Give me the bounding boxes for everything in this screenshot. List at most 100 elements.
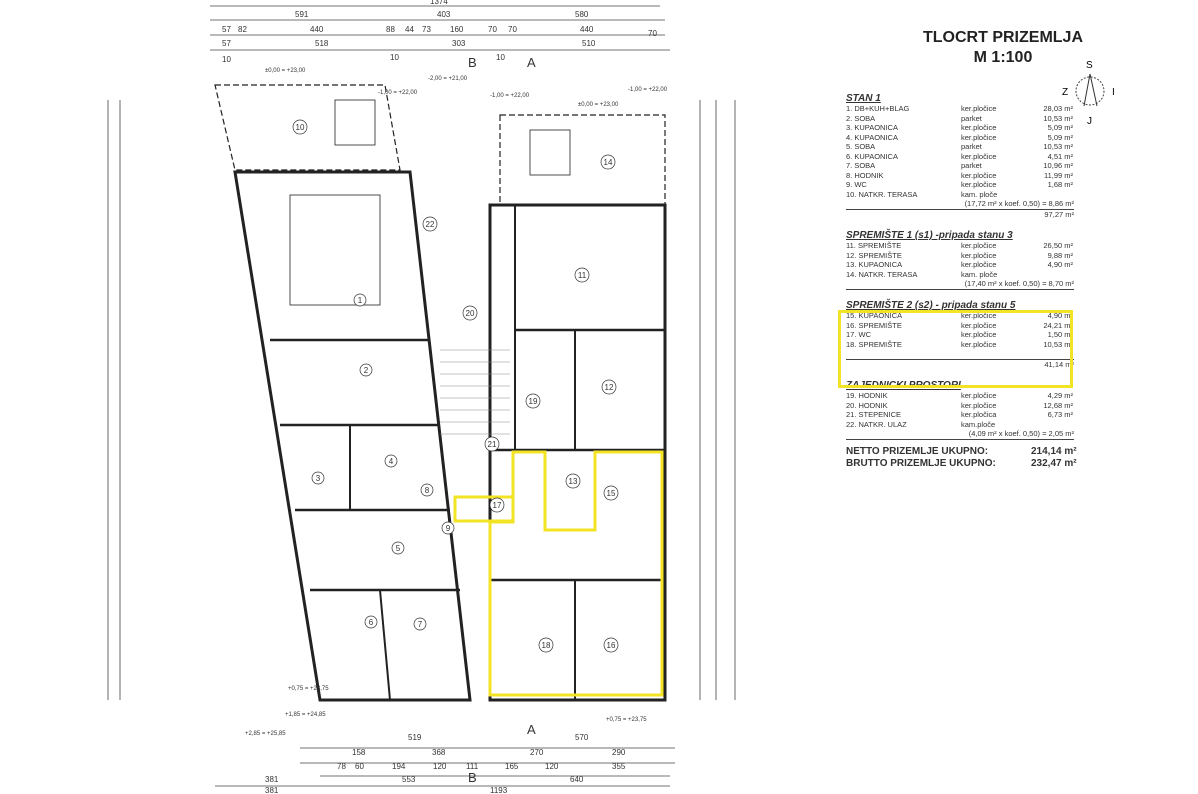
room-row: 1. DB+KUH+BLAG ker.pločice 28,03 m²: [846, 104, 1074, 114]
room-name: 9. WC: [846, 180, 867, 189]
floor-total: BRUTTO PRIZEMLJE UKUPNO:232,47 m²: [846, 458, 1077, 470]
room-1: 1: [353, 293, 367, 307]
svg-text:570: 570: [575, 733, 589, 742]
room-name: 14. NATKR. TERASA: [846, 269, 918, 279]
svg-text:270: 270: [530, 748, 544, 757]
room-area: 10,96 m²: [1043, 161, 1073, 170]
svg-text:J: J: [1087, 116, 1092, 127]
room-18: 18: [538, 637, 554, 653]
room-6: 6: [364, 615, 378, 629]
room-row: 15. KUPAONICA ker.pločice 4,90 m²: [846, 311, 1074, 321]
room-8: 8: [420, 483, 434, 497]
room-area: 12,68 m²: [1043, 400, 1073, 410]
svg-text:165: 165: [505, 762, 519, 771]
svg-text:A: A: [527, 55, 536, 70]
room-11: 11: [574, 267, 590, 283]
room-name: 10. NATKR. TERASA: [846, 189, 918, 199]
section-total: 41,14 m²: [1044, 360, 1074, 369]
svg-text:158: 158: [352, 748, 366, 757]
room-schedule: STAN 1 1. DB+KUH+BLAG ker.pločice 28,03 …: [846, 93, 1077, 470]
svg-text:518: 518: [315, 39, 329, 48]
room-row: 4. KUPAONICA ker.pločice 5,09 m²: [846, 133, 1074, 143]
room-name: 18. SPREMIŠTE: [846, 339, 902, 349]
room-floor: ker.pločice: [961, 123, 997, 132]
room-row: 7. SOBA parket 10,96 m²: [846, 161, 1074, 171]
room-row: 10. NATKR. TERASA kam. ploče: [846, 190, 1074, 200]
svg-text:1374: 1374: [430, 0, 448, 6]
room-area: 1,68 m²: [1047, 180, 1073, 189]
room-name: 3. KUPAONICA: [846, 123, 898, 132]
svg-text:9: 9: [446, 524, 451, 533]
svg-text:21: 21: [488, 440, 497, 449]
svg-text:640: 640: [570, 775, 584, 784]
room-row: 13. KUPAONICA ker.pločice 4,90 m²: [846, 260, 1074, 270]
svg-text:S: S: [1086, 60, 1093, 71]
svg-text:7: 7: [418, 620, 423, 629]
room-area: 1,50 m²: [1047, 330, 1073, 339]
room-row: 12. SPREMIŠTE ker.pločice 9,88 m²: [846, 251, 1074, 261]
room-name: 16. SPREMIŠTE: [846, 320, 902, 330]
svg-text:368: 368: [432, 748, 446, 757]
room-area: 28,03 m²: [1043, 104, 1073, 113]
room-floor: kam. ploče: [961, 269, 998, 279]
room-row: 14. NATKR. TERASA kam. ploče: [846, 270, 1074, 280]
svg-text:10: 10: [496, 53, 505, 62]
room-row: 3. KUPAONICA ker.pločice 5,09 m²: [846, 123, 1074, 133]
svg-text:4: 4: [389, 457, 394, 466]
svg-text:19: 19: [529, 397, 538, 406]
room-floor: ker.pločice: [961, 400, 997, 410]
room-16: 16: [603, 637, 619, 653]
svg-text:355: 355: [612, 762, 626, 771]
room-floor: ker.pločica: [961, 410, 997, 419]
room-name: 8. HODNIK: [846, 170, 884, 180]
svg-text:+1,85 = +24,85: +1,85 = +24,85: [285, 712, 326, 718]
stairs: [440, 349, 510, 435]
room-name: 12. SPREMIŠTE: [846, 250, 902, 260]
room-2: 2: [359, 363, 373, 377]
svg-text:111: 111: [466, 762, 479, 771]
room-floor: parket: [961, 161, 982, 170]
room-area: 10,53 m²: [1043, 339, 1073, 349]
room-floor: ker.pločice: [961, 391, 997, 400]
svg-text:±0,00 = +23,00: ±0,00 = +23,00: [578, 102, 619, 108]
room-10: 10: [292, 119, 308, 135]
room-area: 10,53 m²: [1043, 113, 1073, 123]
title-line-1: TLOCRT PRIZEMLJA: [923, 29, 1083, 46]
room-name: 6. KUPAONICA: [846, 151, 898, 161]
room-15: 15: [603, 485, 619, 501]
room-name: 2. SOBA: [846, 113, 876, 123]
room-3: 3: [311, 471, 325, 485]
room-name: 22. NATKR. ULAZ: [846, 419, 907, 429]
room-floor: kam.ploče: [961, 419, 996, 429]
svg-text:-1,00 = +22,00: -1,00 = +22,00: [628, 87, 668, 93]
dimension-lines: [107, 5, 736, 787]
room-floor: ker.pločice: [961, 339, 997, 349]
room-area: 4,90 m²: [1047, 260, 1073, 269]
room-area: 10,53 m²: [1043, 142, 1073, 151]
room-row: 8. HODNIK ker.pločice 11,99 m²: [846, 171, 1074, 181]
highlight-storage-2: [453, 450, 664, 697]
svg-text:B: B: [468, 770, 477, 785]
drawing-title: TLOCRT PRIZEMLJA M 1:100: [918, 28, 1088, 68]
terrace-calc: (17,72 m² x koef. 0,50) = 8,86 m²: [846, 199, 1074, 210]
svg-text:440: 440: [580, 25, 594, 34]
svg-text:+0,75 = +23,75: +0,75 = +23,75: [606, 717, 647, 723]
svg-text:580: 580: [575, 10, 589, 19]
svg-text:88: 88: [386, 25, 395, 34]
room-area: [1031, 190, 1073, 200]
room-row: 17. WC ker.pločice 1,50 m²: [846, 330, 1074, 340]
svg-text:510: 510: [582, 39, 596, 48]
svg-text:403: 403: [437, 10, 451, 19]
svg-text:10: 10: [390, 53, 399, 62]
room-name: 11. SPREMIŠTE: [846, 241, 902, 250]
room-floor: ker.pločice: [961, 260, 997, 269]
room-area: 4,90 m²: [1047, 311, 1073, 320]
floor-total: NETTO PRIZEMLJE UKUPNO:214,14 m²: [846, 446, 1077, 458]
svg-text:82: 82: [238, 25, 247, 34]
svg-text:B: B: [468, 55, 477, 70]
room-name: 1. DB+KUH+BLAG: [846, 104, 910, 113]
svg-text:22: 22: [426, 220, 435, 229]
room-name: 17. WC: [846, 330, 872, 339]
svg-text:73: 73: [422, 25, 431, 34]
